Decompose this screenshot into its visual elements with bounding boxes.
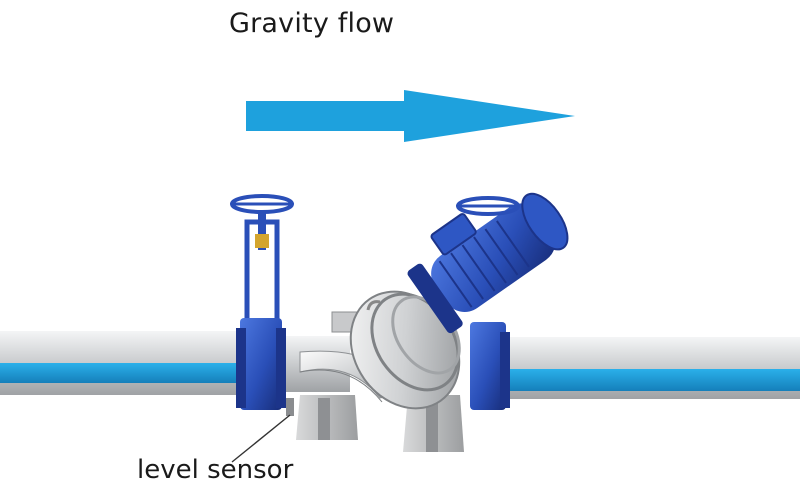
valve-flange [236,328,246,408]
valve-body [240,318,282,410]
top-hook [366,300,381,311]
level-sensor-probe [286,398,294,416]
valve-flange-2 [276,328,286,408]
level-sensor [231,398,294,463]
support-right-rib [426,398,438,452]
terminal-box [430,213,477,256]
gate-valve-right [456,196,520,410]
pipe-right [500,337,800,399]
pipe-right-blue-band [500,369,800,391]
motor-end-cap [521,192,569,251]
gate-valve-left [230,194,294,410]
motor-icon [407,192,569,334]
pipe-left-blue-band [0,363,246,383]
support-left-rib [318,398,330,440]
diagram-title: Gravity flow [229,8,395,39]
flow-direction-arrow-icon [246,90,575,142]
pipe-left [0,331,246,395]
valve-stem [258,210,266,250]
arrow-head [404,90,575,142]
valve-flange-right [500,332,510,408]
motor-flange [407,263,463,334]
level-sensor-label: level sensor [137,455,294,485]
arrow-shaft [246,101,412,131]
valve-body-right [470,322,506,410]
valve-stem-nut [255,234,269,248]
level-sensor-leader [231,414,291,463]
motor-housing [431,203,556,312]
